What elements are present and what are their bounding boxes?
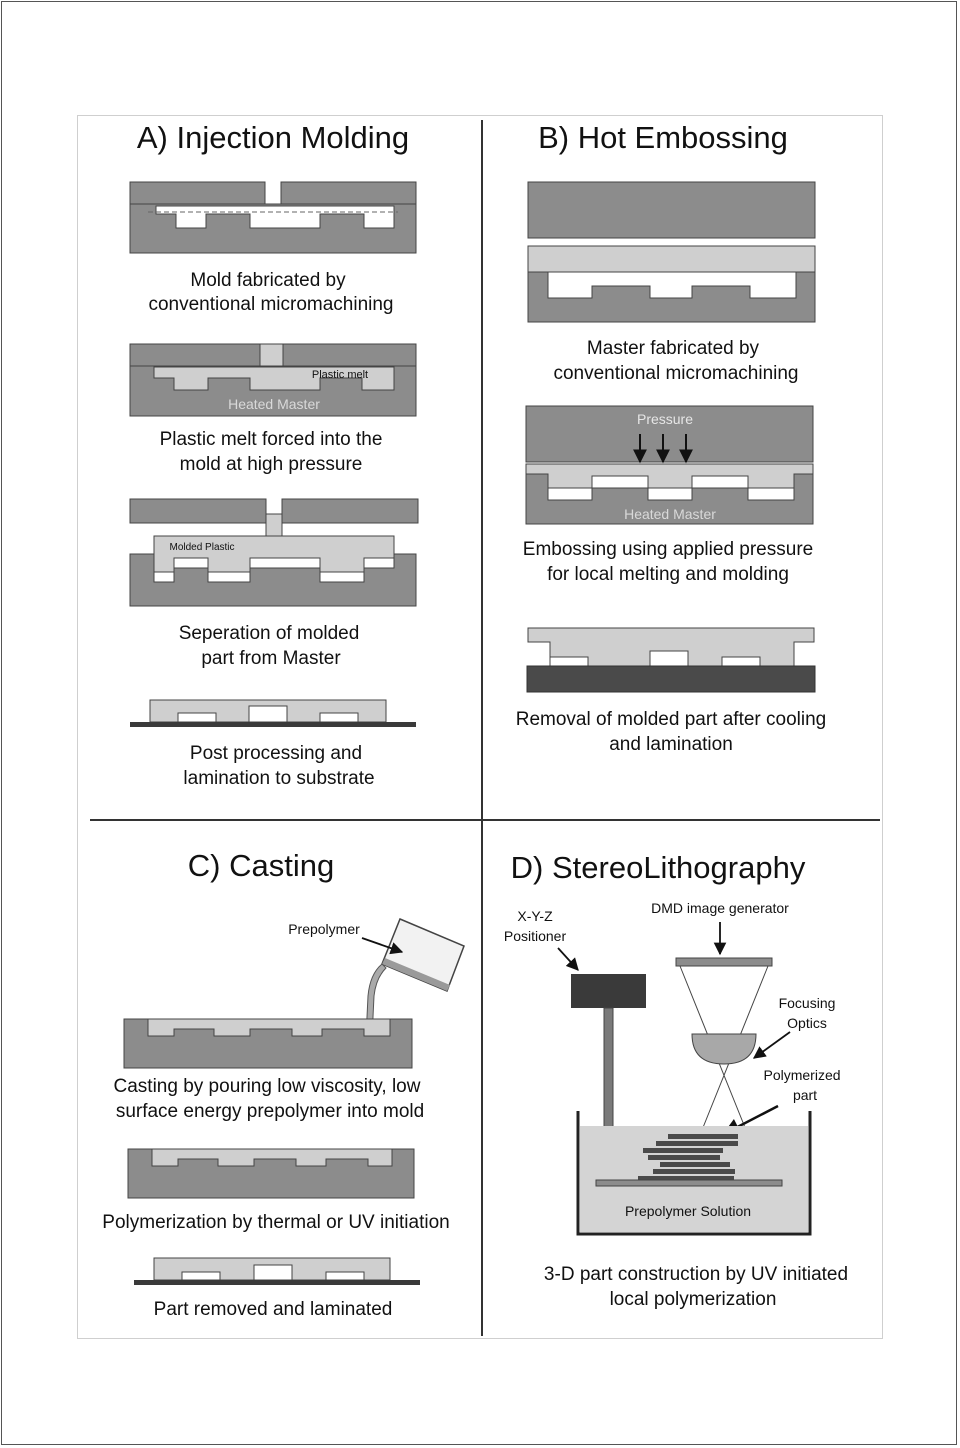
d-positioner-head [571, 974, 646, 1008]
a-molded-label: Molded Plastic [169, 542, 234, 553]
b-pressure-label: Pressure [637, 411, 693, 427]
d-focusing-lens [691, 1033, 757, 1065]
a-step1-line1: Mold fabricated by [190, 270, 346, 291]
a-mold-diagram-2: Plastic melt Heated Master [129, 343, 417, 417]
c-step1-line2: surface energy prepolymer into mold [116, 1101, 424, 1122]
d-dmd-plate [675, 957, 773, 967]
d-dmd-label: DMD image generator [651, 900, 789, 916]
b-step3-line2: and lamination [609, 734, 733, 755]
c-step2-text: Polymerization by thermal or UV initiati… [102, 1212, 449, 1233]
b-step1-line1: Master fabricated by [587, 338, 760, 359]
d-positioner-label-line2: Positioner [504, 928, 567, 944]
d-solution-label: Prepolymer Solution [625, 1203, 751, 1219]
c-mold-diagram-1 [123, 1018, 413, 1069]
a-step2-line1: Plastic melt forced into the [160, 429, 383, 450]
a-step2-line2: mold at high pressure [180, 454, 363, 475]
a-melt-label: Plastic melt [312, 369, 368, 381]
d-part-label-line1: Polymerized [763, 1067, 840, 1083]
figure-frame: A) Injection Molding Mold fabricated by … [77, 115, 883, 1339]
b-master-diagram-1 [527, 181, 816, 323]
d-build-platform [595, 1179, 783, 1187]
a-step3-line2: part from Master [201, 648, 341, 669]
panel-a-injection-molding: A) Injection Molding Mold fabricated by … [129, 120, 419, 789]
a-mold-diagram-1 [129, 181, 417, 254]
b-removed-part [526, 627, 816, 693]
a-master-label: Heated Master [228, 396, 320, 412]
d-part-label-line2: part [793, 1087, 817, 1103]
panel-c-casting: C) Casting Prepolymer Casting by pouring… [102, 848, 465, 1320]
panel-b-title: B) Hot Embossing [538, 120, 788, 155]
d-caption-line1: 3-D part construction by UV initiated [544, 1264, 848, 1285]
panel-c-title: C) Casting [188, 848, 334, 883]
a-step4-line1: Post processing and [190, 743, 362, 764]
c-step1-line1: Casting by pouring low viscosity, low [114, 1076, 421, 1097]
panel-a-title: A) Injection Molding [137, 120, 409, 155]
d-optics-label-line2: Optics [787, 1015, 827, 1031]
d-caption-line2: local polymerization [610, 1289, 777, 1310]
c-prepolymer-label: Prepolymer [288, 921, 360, 937]
d-polymerized-part [638, 1134, 738, 1181]
b-step2-line1: Embossing using applied pressure [523, 539, 813, 560]
b-step3-line1: Removal of molded part after cooling [516, 709, 827, 730]
a-step1-line2: conventional micromachining [148, 294, 393, 315]
b-step2-line2: for local melting and molding [547, 564, 789, 585]
panel-b-hot-embossing: B) Hot Embossing Master fabricated by co… [516, 120, 827, 755]
panel-d-title: D) StereoLithography [511, 850, 806, 885]
a-laminated-part [130, 699, 416, 727]
d-positioner-label-line1: X-Y-Z [517, 908, 553, 924]
a-mold-diagram-3: Molded Plastic [129, 498, 419, 607]
c-mold-diagram-2 [127, 1148, 415, 1199]
b-master-label: Heated Master [624, 506, 716, 522]
panel-d-stereolithography: D) StereoLithography X-Y-Z Positioner DM… [504, 850, 848, 1310]
a-step4-line2: lamination to substrate [183, 768, 374, 789]
b-step1-line2: conventional micromachining [553, 363, 798, 384]
d-vat [576, 1111, 812, 1236]
a-step3-line1: Seperation of molded [179, 623, 360, 644]
b-embossing-diagram: Pressure Heated Master [525, 405, 814, 525]
process-figure: A) Injection Molding Mold fabricated by … [90, 120, 880, 1336]
c-laminated-part [134, 1257, 420, 1285]
c-step3-text: Part removed and laminated [154, 1299, 393, 1320]
d-optics-label-line1: Focusing [779, 995, 836, 1011]
